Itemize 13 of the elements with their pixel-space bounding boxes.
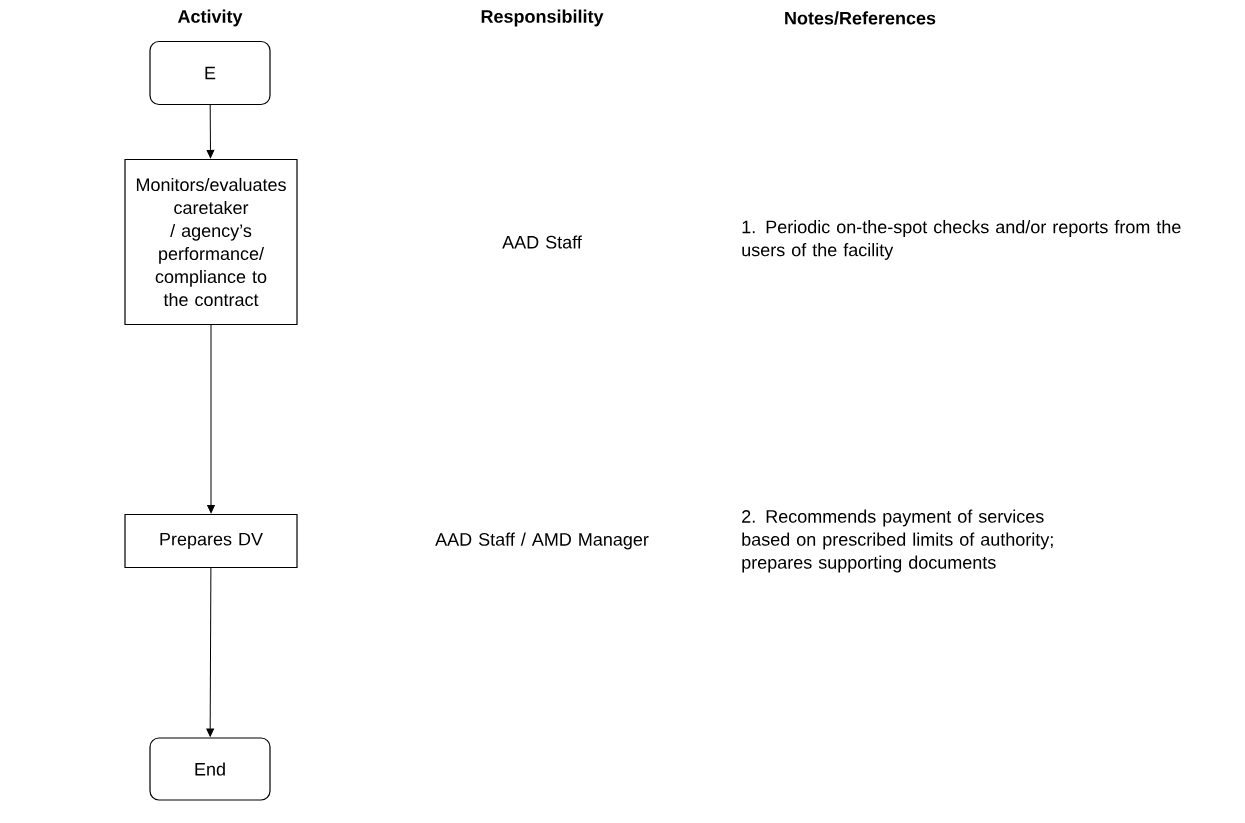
process-box: Monitors/evaluates caretaker / agency’s performance/ compliance to the contract xyxy=(124,158,298,326)
terminal-box: E xyxy=(149,40,271,106)
note-text: 2. Recommends payment of services based on prescribed limits of authority; prepares supporting documents xyxy=(742,509,1053,573)
note-text: 1. Periodic on-the-spot checks and/or reports from the users of the facility xyxy=(742,220,1181,260)
responsibility-text: AAD Staff / AMD Manager xyxy=(435,532,649,550)
arrow xyxy=(207,324,215,514)
column-header: Notes/References xyxy=(785,11,936,25)
responsibility-text: AAD Staff xyxy=(502,235,582,249)
column-header: Responsibility xyxy=(481,9,604,27)
terminal-box: End xyxy=(149,737,271,801)
process-box: Prepares DV xyxy=(124,513,298,569)
arrow xyxy=(206,567,215,737)
arrow xyxy=(206,104,215,159)
